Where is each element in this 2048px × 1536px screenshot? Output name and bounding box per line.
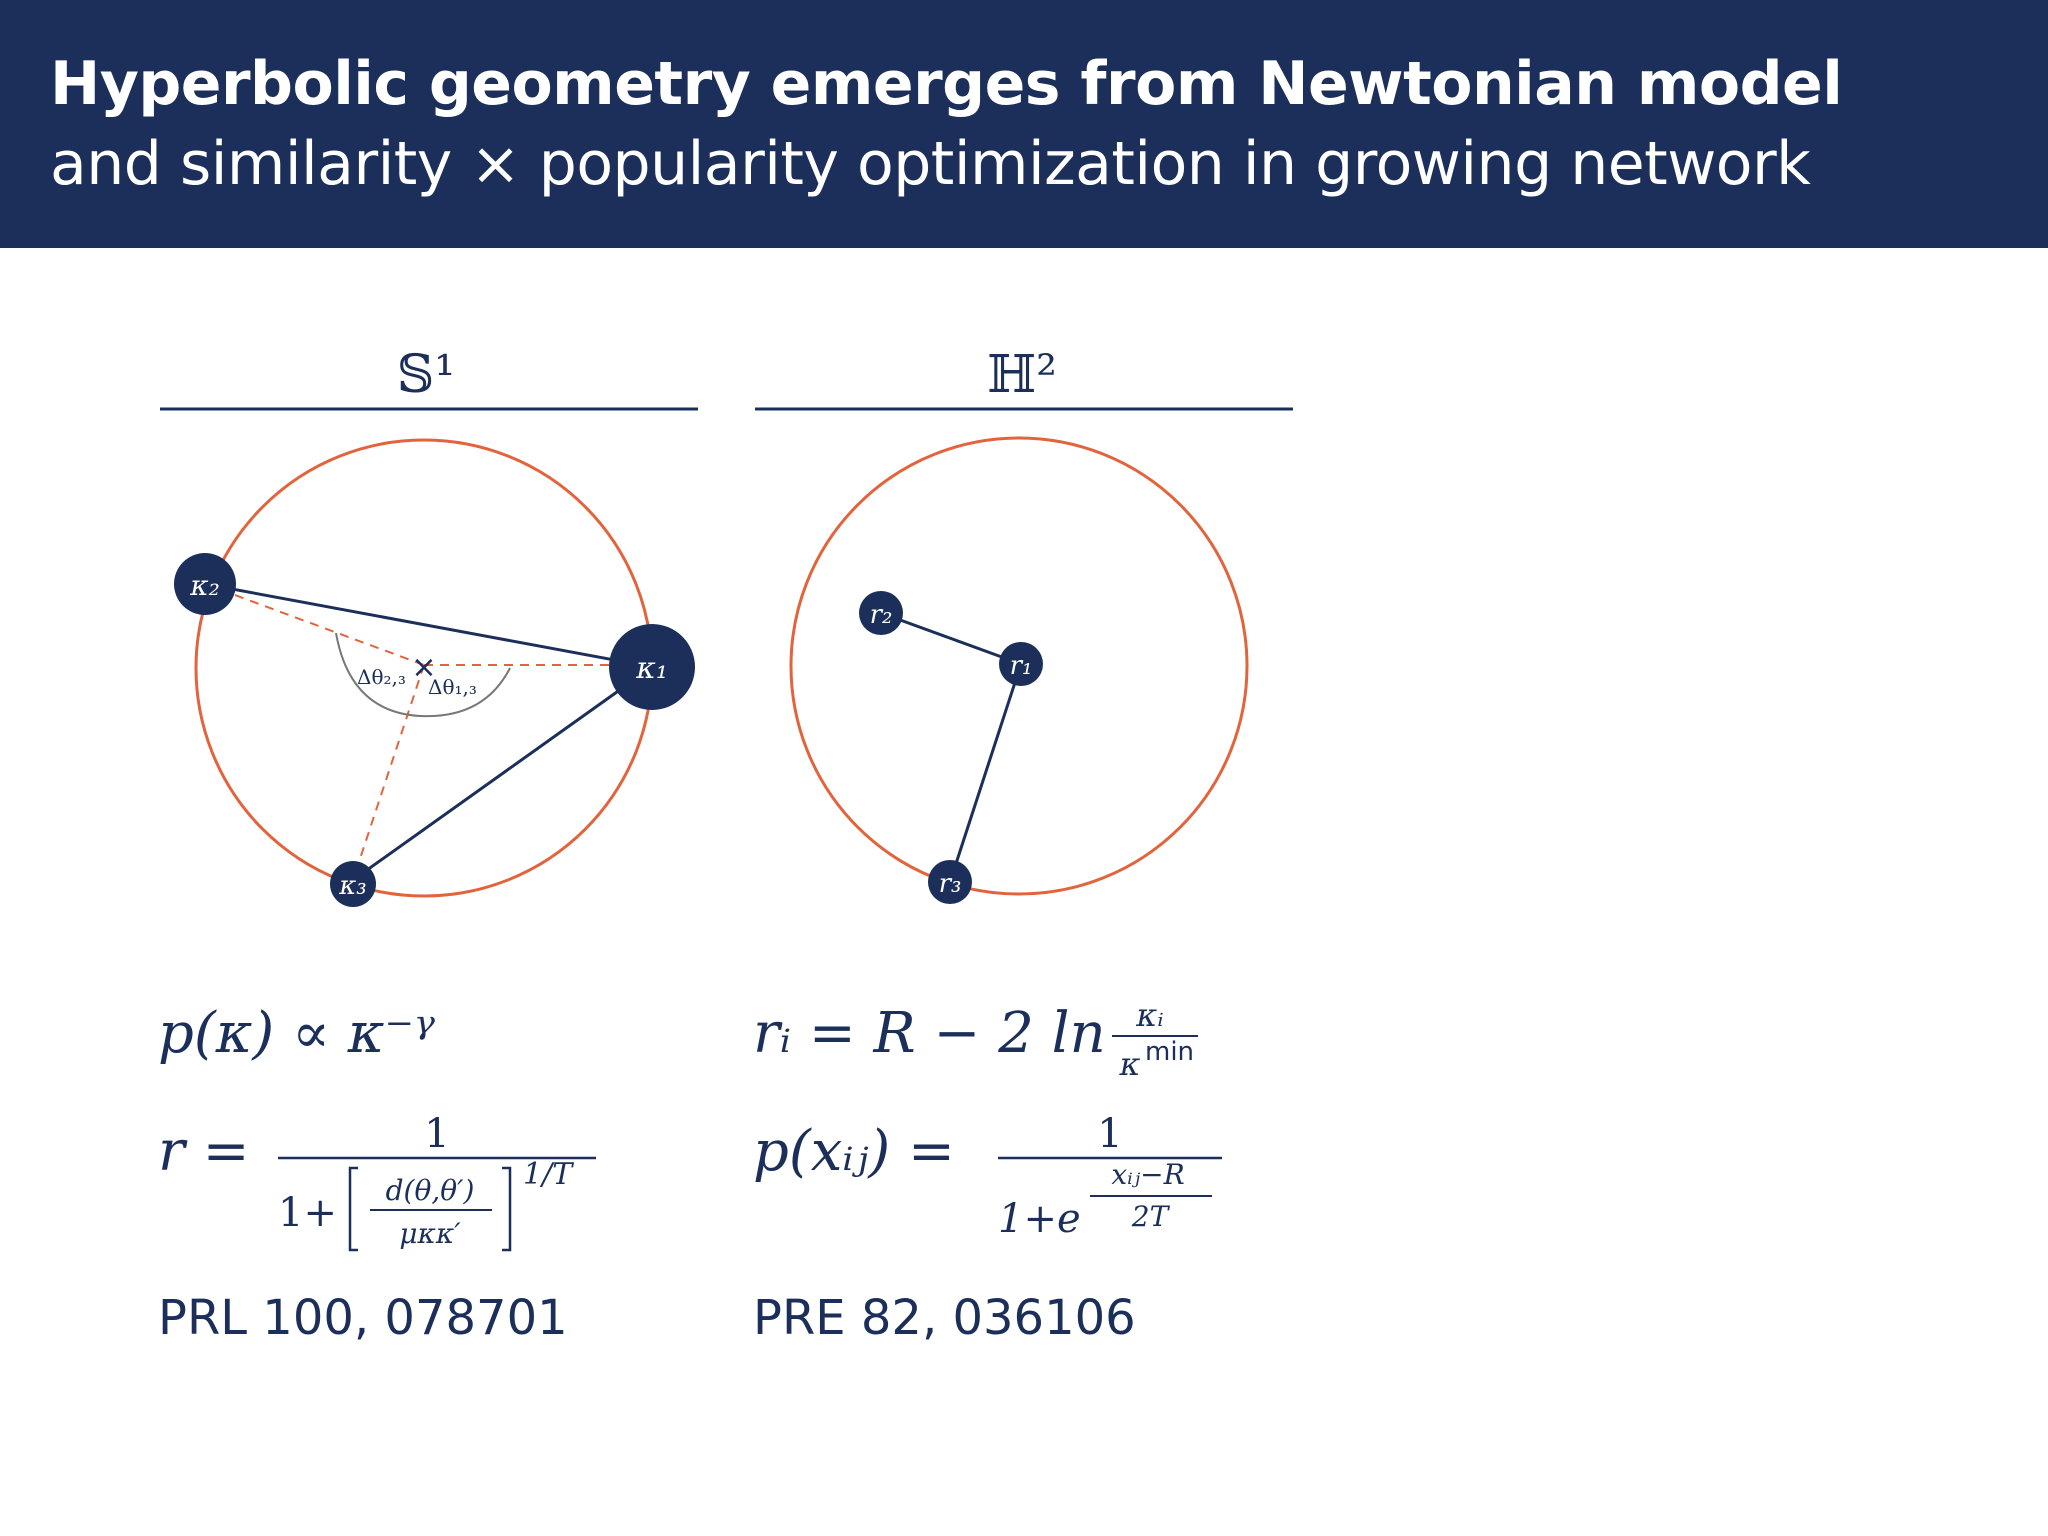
formula2-inner-denominator: μκκ′ bbox=[399, 1217, 461, 1250]
node-r1: r₁ bbox=[999, 642, 1043, 686]
h2-formula2-exp-numerator: xᵢⱼ−R bbox=[1111, 1158, 1184, 1191]
formula2-exponent: 1/T bbox=[523, 1157, 574, 1192]
formula-connection-prob-s1: r = 1 1+ d(θ,θ′) μκκ′ 1/T bbox=[158, 1111, 596, 1252]
formula-power-law: p(κ) ∝ κ⁻ᵞ bbox=[158, 1001, 435, 1066]
node-kappa1: κ₁ bbox=[609, 624, 695, 710]
node-kappa2: κ₂ bbox=[174, 553, 236, 615]
reference-right: PRE 82, 036106 bbox=[753, 1290, 1136, 1346]
node-r2-label: r₂ bbox=[870, 600, 893, 630]
h2-formula2-numerator: 1 bbox=[1097, 1111, 1122, 1157]
formula2-lhs: r = bbox=[158, 1119, 250, 1184]
angle-dashed-lines bbox=[204, 583, 650, 881]
node-r2: r₂ bbox=[859, 591, 903, 635]
formula2-inner-numerator: d(θ,θ′) bbox=[386, 1174, 475, 1207]
formula-radius: rᵢ = R − 2 ln κᵢ κ min bbox=[753, 996, 1198, 1083]
formula2-numerator: 1 bbox=[424, 1111, 449, 1157]
h2-circle bbox=[789, 436, 1249, 896]
s1-edges bbox=[204, 582, 653, 882]
formula2-denominator-prefix: 1+ bbox=[278, 1190, 337, 1236]
header-banner: Hyperbolic geometry emerges from Newtoni… bbox=[0, 0, 2048, 248]
node-kappa2-label: κ₂ bbox=[189, 569, 220, 602]
angle-label-23: Δθ₂,₃ bbox=[357, 665, 406, 689]
s1-label: 𝕊¹ bbox=[397, 345, 455, 405]
node-kappa3: κ₃ bbox=[330, 861, 376, 907]
h2-formula2-lhs: p(xᵢⱼ) = bbox=[753, 1119, 955, 1184]
node-kappa3-label: κ₃ bbox=[338, 871, 366, 901]
angle-label-13: Δθ₁,₃ bbox=[428, 675, 477, 699]
h2-formula2-denominator-prefix: 1+e bbox=[998, 1196, 1081, 1242]
h2-label: ℍ² bbox=[987, 345, 1057, 405]
left-panel: 𝕊¹ × Δθ₂,₃ Δθ₁,₃ κ₂ κ₁ bbox=[158, 345, 698, 1252]
node-r3: r₃ bbox=[928, 860, 972, 904]
node-r3-label: r₃ bbox=[939, 869, 962, 899]
center-cross: × bbox=[411, 650, 436, 685]
node-kappa1-label: κ₁ bbox=[635, 651, 668, 686]
angle-arc bbox=[335, 632, 511, 718]
h2-edges bbox=[880, 611, 1023, 883]
h2-formula2-exp-denominator: 2T bbox=[1131, 1200, 1171, 1233]
right-panel: ℍ² r₂ r₁ r₃ rᵢ = R − 2 ln κᵢ κ min bbox=[753, 345, 1293, 1242]
formula-radius-denominator: κ bbox=[1119, 1045, 1141, 1083]
formula-radius-lhs: rᵢ = R − 2 ln bbox=[753, 1001, 1106, 1066]
slide-subtitle: and similarity × popularity optimization… bbox=[50, 129, 1811, 199]
formula-radius-denominator-sup: min bbox=[1145, 1037, 1194, 1067]
formula-radius-numerator: κᵢ bbox=[1135, 996, 1163, 1034]
reference-left: PRL 100, 078701 bbox=[158, 1290, 568, 1346]
formula2-right-bracket bbox=[502, 1166, 512, 1252]
formula2-left-bracket bbox=[348, 1166, 358, 1252]
node-r1-label: r₁ bbox=[1010, 651, 1033, 681]
slide-title: Hyperbolic geometry emerges from Newtoni… bbox=[50, 49, 1843, 119]
formula-connection-prob-h2: p(xᵢⱼ) = 1 1+e xᵢⱼ−R 2T bbox=[753, 1111, 1222, 1242]
